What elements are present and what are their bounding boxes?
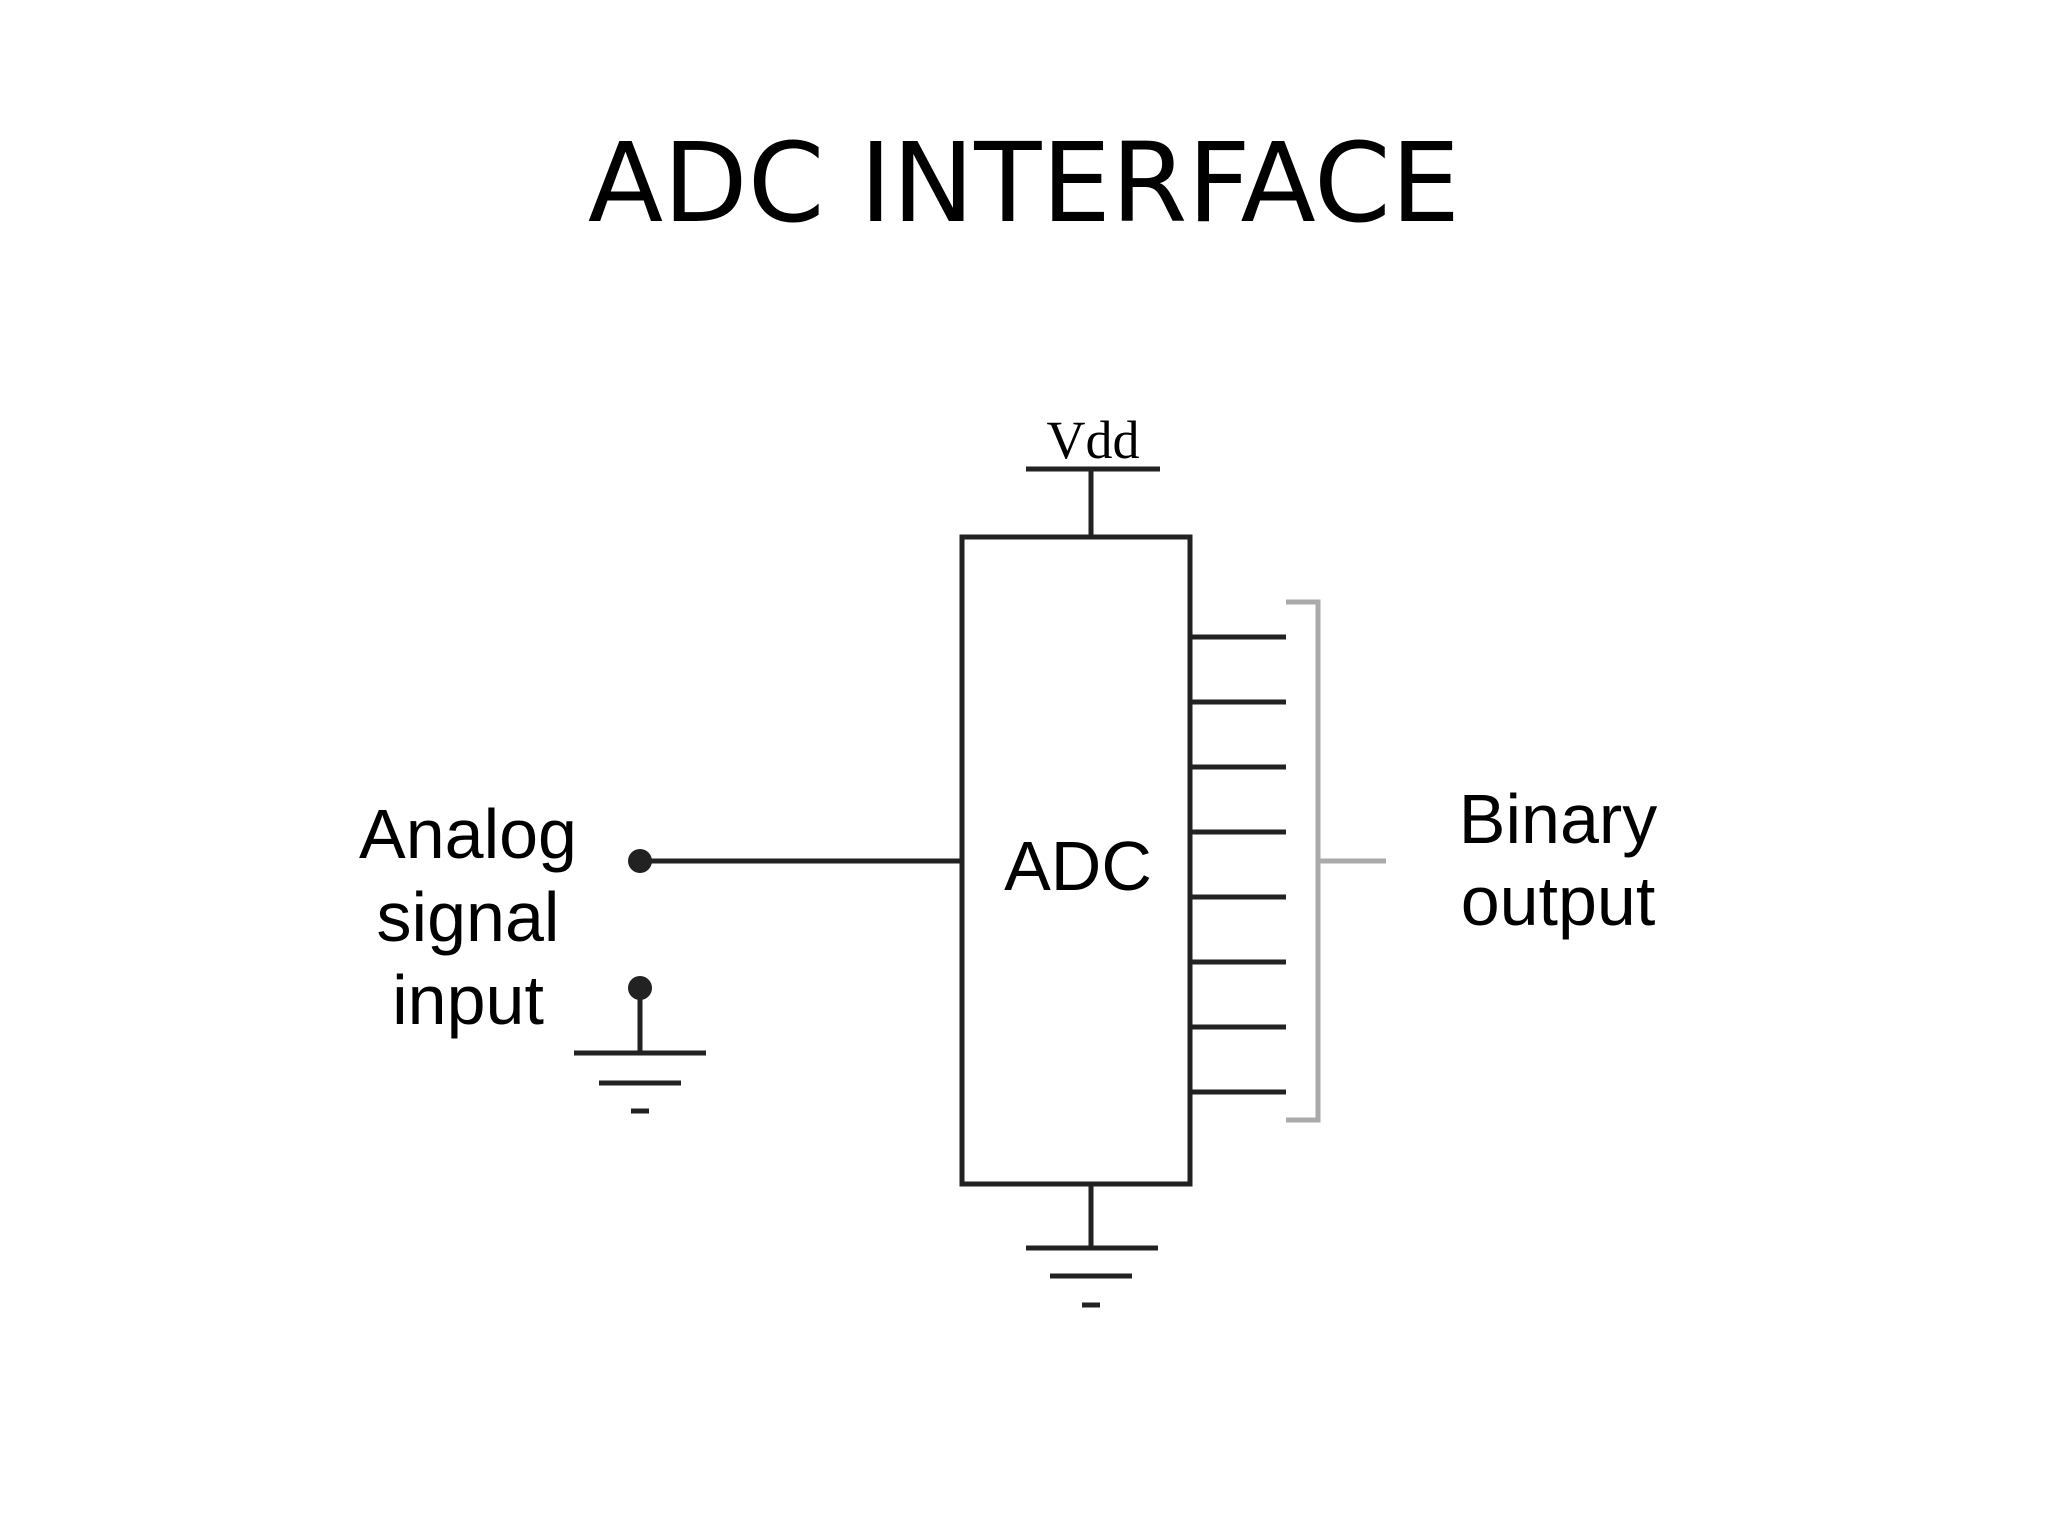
output-bracket xyxy=(1286,599,1321,1123)
input-label-line-3: input xyxy=(392,961,544,1039)
analog-input-terminal xyxy=(628,849,652,873)
adc-label: ADC xyxy=(1004,827,1152,905)
output-label-line-2: output xyxy=(1461,862,1656,940)
output-bit-lines xyxy=(1190,634,1286,1095)
input-label-line-1: Analog xyxy=(359,795,577,873)
input-label-line-2: signal xyxy=(377,878,560,956)
output-label-line-1: Binary xyxy=(1459,780,1657,858)
ground-terminal xyxy=(628,976,652,1000)
vdd-label: Vdd xyxy=(1047,410,1140,470)
slide-title: ADC INTERFACE xyxy=(587,119,1461,247)
